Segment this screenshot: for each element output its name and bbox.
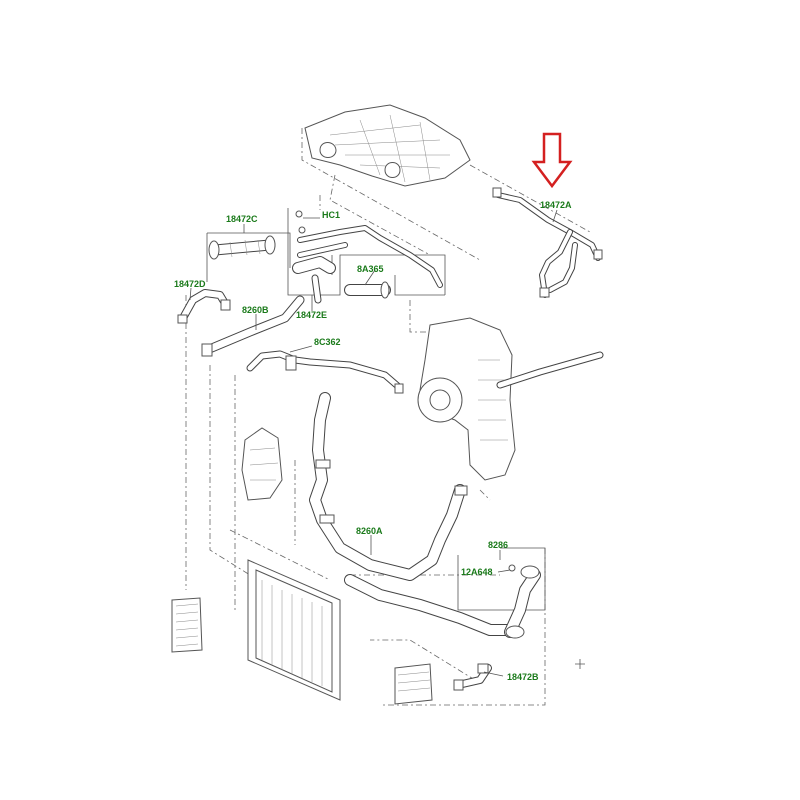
label-brackets — [206, 208, 546, 611]
label-18472a: 18472A — [540, 200, 572, 210]
label-18472b: 18472B — [507, 672, 539, 682]
hose-8260a — [309, 392, 521, 636]
hose-8260b — [201, 295, 305, 357]
down-arrow-icon — [531, 132, 573, 189]
crosshair-mark — [575, 659, 585, 669]
auxiliary-cooler — [171, 597, 203, 653]
hose-8286 — [504, 564, 541, 639]
hose-18472b — [453, 663, 492, 691]
label-18472e: 18472E — [296, 310, 327, 320]
label-8260b: 8260B — [242, 305, 269, 315]
hose-18472c — [208, 235, 276, 260]
radiator — [247, 559, 341, 701]
label-hc1: HC1 — [322, 210, 340, 220]
label-18472d: 18472D — [174, 279, 206, 289]
oil-cooler — [394, 663, 433, 705]
pipe-hc1-assembly — [292, 210, 443, 304]
part-labels: 18472C HC1 18472A 8A365 18472D 8260B 184… — [174, 200, 572, 682]
label-8260a: 8260A — [356, 526, 383, 536]
pipe-18472a — [492, 187, 603, 298]
filter-housing — [241, 427, 283, 501]
intake-manifold — [304, 104, 471, 187]
label-8c362: 8C362 — [314, 337, 341, 347]
pipe-8c362 — [246, 350, 404, 394]
hose-18472d — [177, 289, 231, 324]
label-12a648: 12A648 — [461, 567, 493, 577]
label-leaders — [189, 209, 558, 677]
label-18472c: 18472C — [226, 214, 258, 224]
thermostat-housing — [417, 317, 604, 481]
hose-8a365 — [344, 281, 391, 299]
label-8a365: 8A365 — [357, 264, 384, 274]
label-8286: 8286 — [488, 540, 508, 550]
